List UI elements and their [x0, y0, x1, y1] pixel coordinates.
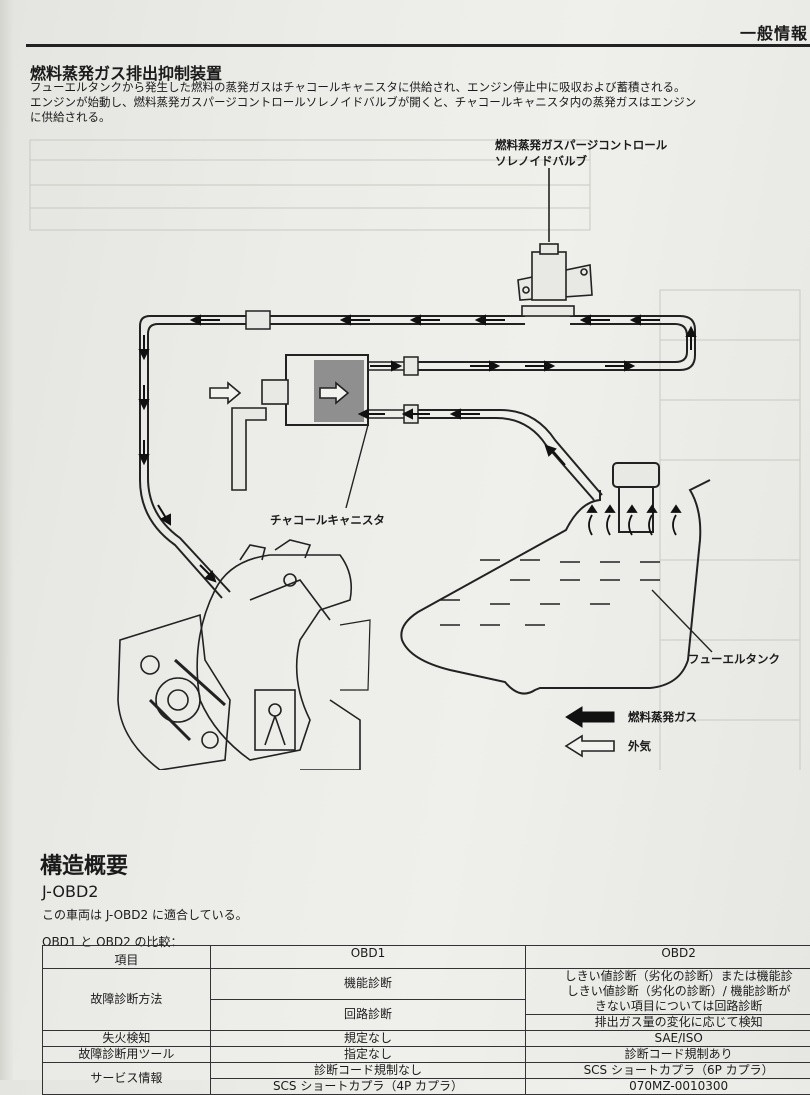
table-cell: 失火検知 [43, 1031, 211, 1047]
table-cell: SAE/ISO [526, 1031, 810, 1047]
table-cell: 回路診断 [210, 999, 526, 1031]
purge-valve-label: 燃料蒸発ガスパージコントロール ソレノイドバルブ [495, 137, 667, 169]
obd-comparison-table: 項目 OBD1 OBD2 故障診断方法 機能診断 しきい値診断（劣化の診断）また… [42, 945, 810, 1095]
section-header: 一般情報 [740, 20, 808, 44]
table-cell: 機能診断 [210, 969, 526, 1000]
charcoal-canister [232, 355, 404, 490]
vapor-rising-arrows [588, 506, 680, 535]
table-cell: SCS ショートカプラ（6P カプラ） [526, 1063, 810, 1079]
evap-intro-paragraph: フューエルタンクから発生した燃料の蒸発ガスはチャコールキャニスタに供給され、エン… [30, 80, 810, 125]
table-cell: 故障診断用ツール [43, 1047, 211, 1063]
table-cell: 規定なし [210, 1031, 526, 1047]
table-cell: SCS ショートカプラ（4P カプラ） [210, 1079, 526, 1095]
table-cell: しきい値診断（劣化の診断）/ 機能診断が [526, 984, 810, 999]
table-row: 失火検知 規定なし SAE/ISO [43, 1031, 810, 1047]
table-cell: 排出ガス量の変化に応じて検知 [526, 1015, 810, 1031]
obd-subheading: J-OBD2 [42, 882, 98, 901]
table-cell: きない項目については回路診断 [526, 999, 810, 1015]
header-obd1: OBD1 [210, 946, 526, 969]
tank-fuel-level [440, 560, 660, 625]
table-cell: 診断コード規制なし [210, 1063, 526, 1079]
engine-cutaway [118, 540, 370, 770]
table-row: 故障診断用ツール 指定なし 診断コード規制あり [43, 1047, 810, 1063]
table-cell: 故障診断方法 [43, 969, 211, 1031]
legend-air-label: 外気 [628, 738, 651, 754]
table-cell: 指定なし [210, 1047, 526, 1063]
table-cell: 診断コード規制あり [526, 1047, 810, 1063]
table-row: サービス情報 診断コード規制なし SCS ショートカプラ（6P カプラ） [43, 1063, 810, 1079]
overview-heading: 構造概要 [40, 848, 128, 880]
canister-label: チャコールキャニスタ [270, 512, 385, 528]
table-header-row: 項目 OBD1 OBD2 [43, 946, 810, 969]
header-obd2: OBD2 [526, 946, 810, 969]
table-row: 故障診断方法 機能診断 しきい値診断（劣化の診断）または機能診 [43, 969, 810, 985]
table-cell: サービス情報 [43, 1063, 211, 1095]
compliance-statement: この車両は J-OBD2 に適合している。 [42, 906, 248, 923]
table-cell: しきい値診断（劣化の診断）または機能診 [526, 969, 810, 985]
fuel-tank-label: フューエルタンク [688, 651, 780, 667]
header-item: 項目 [43, 946, 211, 969]
tank-to-canister-line [410, 410, 602, 495]
evap-system-diagram [0, 130, 810, 770]
legend-vapor-label: 燃料蒸発ガス [628, 709, 697, 725]
header-rule [26, 44, 810, 47]
purge-solenoid-valve [518, 244, 592, 316]
table-cell: 070MZ-0010300 [526, 1079, 810, 1095]
legend-arrows [566, 707, 614, 756]
fuel-tank [401, 463, 710, 694]
vapor-flow-arrows [140, 316, 695, 581]
